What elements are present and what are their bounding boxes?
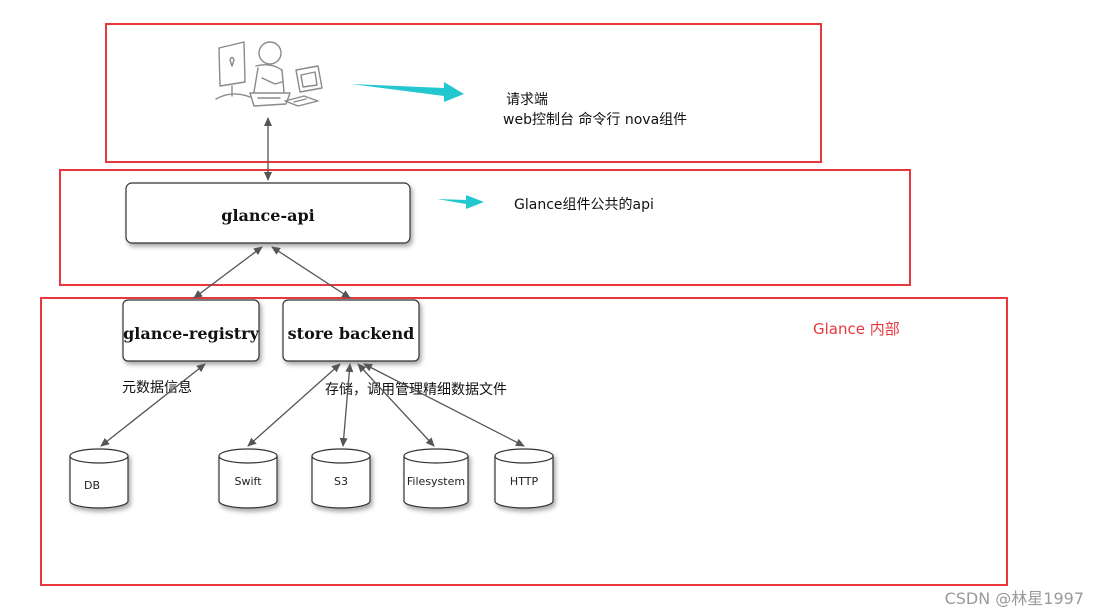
backend-http-link: [363, 363, 525, 447]
store-backend-node: store backend: [282, 299, 420, 362]
api-backend-link: [271, 246, 351, 299]
api-pointer-arrow: [437, 195, 484, 209]
http-cylinder: HTTP: [494, 448, 554, 509]
requester-title: 请求端: [506, 92, 548, 108]
internal-frame: [40, 297, 1008, 586]
registry-db-link: [100, 363, 206, 447]
svg-text:glance-registry: glance-registry: [123, 324, 260, 343]
svg-text:HTTP: HTTP: [510, 475, 539, 488]
registry-caption: 元数据信息: [122, 379, 192, 396]
swift-cylinder: Swift: [218, 448, 278, 509]
user-at-workstation-icon: [215, 41, 323, 107]
db-cylinder: DB: [69, 448, 129, 509]
svg-text:store backend: store backend: [288, 324, 415, 343]
glance-api-node: glance-api: [125, 182, 411, 244]
api-frame: [59, 169, 911, 286]
filesystem-cylinder: Filesystem: [403, 448, 469, 509]
csdn-watermark: CSDN @林星1997: [945, 589, 1084, 608]
svg-text:Swift: Swift: [234, 475, 262, 488]
svg-text:S3: S3: [334, 475, 348, 488]
glance-registry-node: glance-registry: [122, 299, 260, 362]
internal-section-label: Glance 内部: [813, 320, 900, 338]
backend-filesystem-link: [357, 363, 435, 447]
api-registry-link: [193, 246, 263, 299]
requester-frame: [105, 23, 822, 163]
backend-s3-link: [339, 363, 354, 447]
s3-cylinder: S3: [311, 448, 371, 509]
svg-text:DB: DB: [84, 479, 100, 492]
backend-swift-link: [247, 363, 341, 447]
requester-subtitle: web控制台 命令行 nova组件: [503, 111, 687, 128]
requester-pointer-arrow: [351, 82, 464, 102]
svg-text:glance-api: glance-api: [221, 206, 314, 225]
svg-text:Filesystem: Filesystem: [407, 475, 465, 488]
api-caption: Glance组件公共的api: [514, 197, 654, 213]
